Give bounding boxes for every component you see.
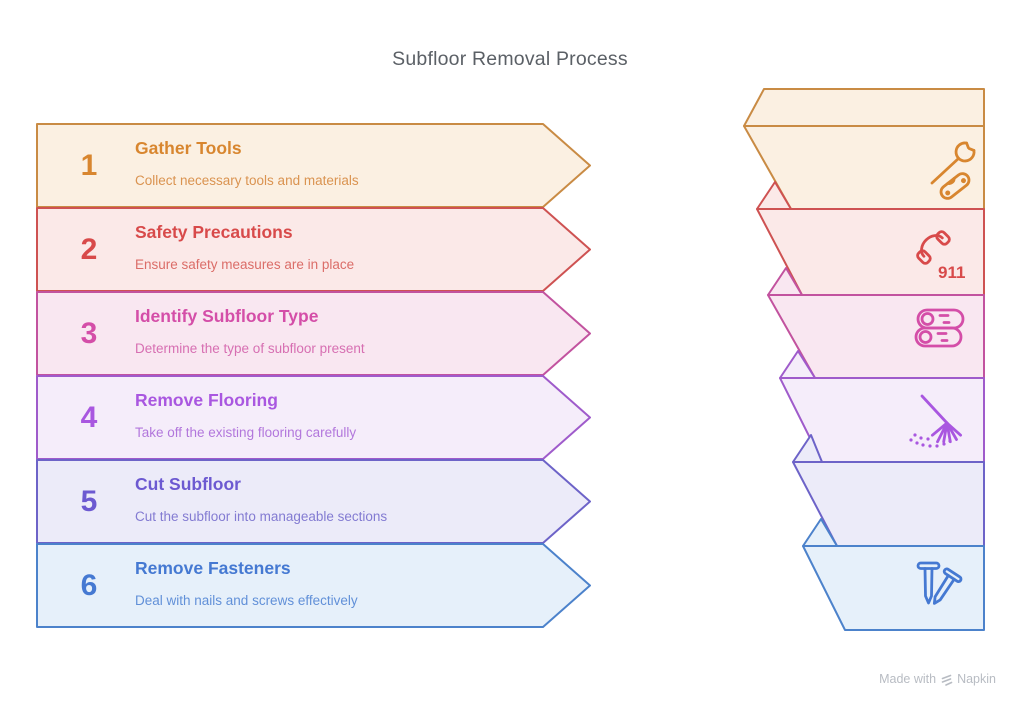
arrow-shape [36,543,591,628]
step-number: 1 [80,148,98,182]
step-title: Gather Tools [135,138,242,158]
logs-icon [914,308,965,348]
step-description: Ensure safety measures are in place [135,257,355,272]
arrow-shape [36,291,591,376]
step-title: Remove Fasteners [135,558,291,578]
ribbon-segment [802,545,985,631]
arrow-shape [36,459,591,544]
step-description: Deal with nails and screws effectively [135,593,358,608]
watermark-prefix: Made with [879,672,937,686]
arrow-shape [36,375,591,460]
step-arrow-5: 5 Cut Subfloor Cut the subfloor into man… [36,459,592,544]
step-arrow-4: 4 Remove Flooring Take off the existing … [36,375,592,460]
watermark-brand: Napkin [957,672,996,686]
step-arrow-1: 1 Gather Tools Collect necessary tools a… [36,123,592,208]
emergency-number-label: 911 [938,263,965,282]
step-description: Collect necessary tools and materials [135,173,359,188]
step-title: Remove Flooring [135,390,278,410]
arrow-shape [36,207,591,292]
step-arrow-2: 2 Safety Precautions Ensure safety measu… [36,207,592,292]
step-description: Cut the subfloor into manageable section… [135,509,388,524]
watermark: Made with Napkin [879,672,996,686]
ribbon-fold-top [743,88,985,127]
step-title: Identify Subfloor Type [135,306,319,326]
phone-911-icon: 911 [916,230,965,282]
step-number: 2 [80,232,98,266]
step-arrow-3: 3 Identify Subfloor Type Determine the t… [36,291,592,376]
step-arrow-6: 6 Remove Fasteners Deal with nails and s… [36,543,592,628]
napkin-logo-icon [941,674,953,686]
step-description: Determine the type of subfloor present [135,341,365,356]
arrow-shape [36,123,591,208]
page-title: Subfloor Removal Process [392,48,628,70]
step-number: 5 [80,484,98,518]
nails-icon [916,561,963,605]
broom-icon [909,394,962,448]
step-number: 6 [80,568,98,602]
tools-icon [930,141,976,200]
step-title: Cut Subfloor [135,474,241,494]
step-title: Safety Precautions [135,222,293,242]
step-number: 3 [80,316,98,350]
step-number: 4 [80,400,98,434]
step-description: Take off the existing flooring carefully [135,425,357,440]
